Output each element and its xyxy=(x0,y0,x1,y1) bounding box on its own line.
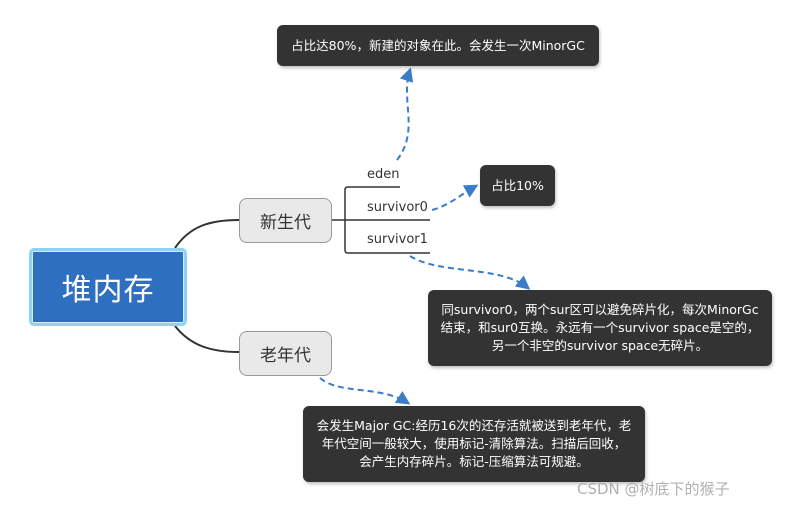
topic-old-generation[interactable]: 老年代 xyxy=(239,331,332,376)
note-survivor1-line: 结束，和sur0互换。永远有一个survivor space是空的， xyxy=(440,320,760,335)
link-root-young xyxy=(174,219,240,249)
subtopic-survivor1[interactable]: survivor1 xyxy=(367,232,428,247)
note-survivor0-text: 占比10% xyxy=(491,177,544,193)
note-survivor1[interactable]: 同survivor0，两个sur区可以避免碎片化，每次MinorGc 结束，和s… xyxy=(428,290,772,366)
note-eden-text: 占比达80%，新建的对象在此。会发生一次MinorGC xyxy=(291,37,585,53)
link-root-old xyxy=(174,325,240,353)
note-old-line: 会产生内存碎片。标记-压缩算法可规避。 xyxy=(359,454,589,469)
link-young-eden xyxy=(344,186,400,220)
topic-young-generation[interactable]: 新生代 xyxy=(239,198,332,243)
arrow-s0-note xyxy=(431,184,479,211)
note-old-line: 年代空间一般较大，使用标记-清除算法。扫描后回收， xyxy=(321,436,627,451)
note-eden[interactable]: 占比达80%，新建的对象在此。会发生一次MinorGC xyxy=(277,25,599,66)
note-survivor1-line: 另一个非空的survivor space无碎片。 xyxy=(491,338,709,353)
note-survivor1-line: 同survivor0，两个sur区可以避免碎片化，每次MinorGc xyxy=(441,302,759,317)
root-topic-heap-memory[interactable]: 堆内存 xyxy=(29,248,187,326)
subtopic-survivor0[interactable]: survivor0 xyxy=(367,200,428,215)
note-survivor0[interactable]: 占比10% xyxy=(480,165,555,206)
link-young-s1 xyxy=(344,220,430,254)
subtopic-eden[interactable]: eden xyxy=(367,167,400,182)
arrow-s1-note xyxy=(409,255,531,290)
note-old-line: 会发生Major GC:经历16次的还存活就被送到老年代，老 xyxy=(316,418,632,433)
watermark: CSDN @树底下的猴子 xyxy=(577,480,730,498)
arrow-old-note xyxy=(319,377,411,405)
note-old-generation[interactable]: 会发生Major GC:经历16次的还存活就被送到老年代，老 年代空间一般较大，… xyxy=(303,406,645,482)
arrow-eden-note xyxy=(396,67,414,161)
